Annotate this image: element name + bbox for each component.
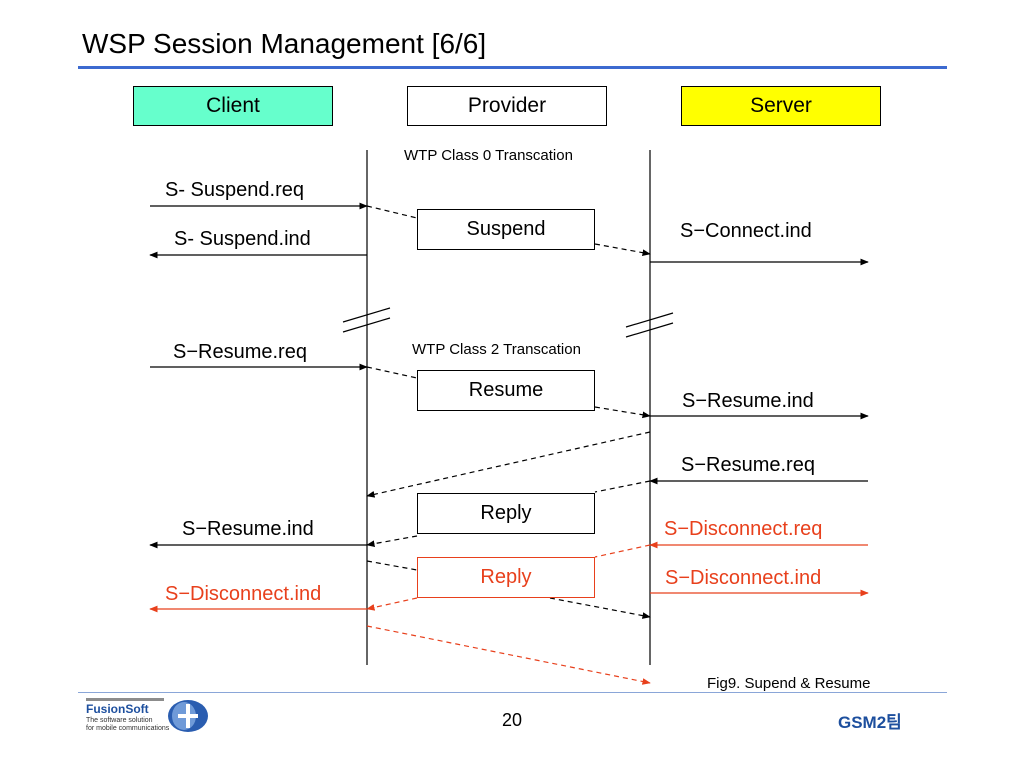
fusionsoft-logo: FusionSoft The software solution for mob… xyxy=(86,698,226,738)
msg-resume-req-client: S−Resume.req xyxy=(173,341,307,363)
page-title: WSP Session Management [6/6] xyxy=(82,28,487,59)
reply-pdu-box: Reply xyxy=(417,493,595,534)
phase-label-class2: WTP Class 2 Transcation xyxy=(412,341,581,358)
reply-pdu-label: Reply xyxy=(480,502,532,524)
phase-label-class0: WTP Class 0 Transcation xyxy=(404,147,573,164)
provider-label: Provider xyxy=(467,94,547,117)
logo-bar xyxy=(86,698,164,701)
late-reply-pdu-box: Reply xyxy=(417,557,595,598)
figure-caption: Fig9. Supend & Resume xyxy=(707,675,871,692)
suspend-pdu-out xyxy=(594,243,651,256)
msg-resume-ind-server: S−Resume.ind xyxy=(682,390,814,412)
client-entity: Client xyxy=(133,86,333,126)
resume-ack-arrow xyxy=(366,431,651,498)
msg-suspend-req: S- Suspend.req xyxy=(165,179,304,201)
reply-pdu-in xyxy=(594,480,651,493)
server-entity: Server xyxy=(681,86,881,126)
msg-resume-req-server: S−Resume.req xyxy=(681,454,815,476)
msg-disconnect-ind-server: S−Disconnect.ind xyxy=(665,567,822,589)
resume-pdu-out xyxy=(594,406,651,419)
time-break-marker-right xyxy=(625,312,674,338)
server-label: Server xyxy=(750,94,812,117)
page-number: 20 xyxy=(501,710,523,730)
resume-pdu-label: Resume xyxy=(468,379,544,401)
provider-entity: Provider xyxy=(407,86,607,126)
footer-rule xyxy=(78,692,947,693)
disconnect-late-arrow xyxy=(366,625,651,685)
team-label: GSM2팀 xyxy=(838,713,902,732)
title-underline xyxy=(78,66,947,69)
late-reply-pdu-label: Reply xyxy=(480,566,532,588)
msg-resume-ind-client: S−Resume.ind xyxy=(182,518,314,540)
logo-tagline: The software solution for mobile communi… xyxy=(86,717,169,733)
disconnect-pdu-in xyxy=(594,544,651,558)
suspend-pdu-label: Suspend xyxy=(466,218,546,240)
msg-disconnect-ind-client: S−Disconnect.ind xyxy=(165,583,322,605)
logo-tagline-line1: The software solution xyxy=(86,717,153,724)
msg-connect-ind: S−Connect.ind xyxy=(680,220,812,242)
suspend-pdu-in xyxy=(366,205,418,219)
msg-suspend-ind: S- Suspend.ind xyxy=(174,228,311,250)
client-label: Client xyxy=(206,94,260,117)
logo-tagline-line2: for mobile communications xyxy=(86,725,170,732)
reply-pdu-out xyxy=(366,535,418,547)
msg-disconnect-req: S−Disconnect.req xyxy=(664,518,823,540)
disconnect-pdu-out xyxy=(366,597,418,611)
resume-pdu-box: Resume xyxy=(417,370,595,411)
late-reply-in xyxy=(366,560,418,571)
time-break-marker-left xyxy=(342,307,391,333)
logo-name: FusionSoft xyxy=(86,702,149,716)
resume-pdu-in xyxy=(366,366,418,379)
suspend-pdu-box: Suspend xyxy=(417,209,595,250)
late-reply-out xyxy=(549,597,651,619)
logo-mark-icon xyxy=(168,700,208,732)
